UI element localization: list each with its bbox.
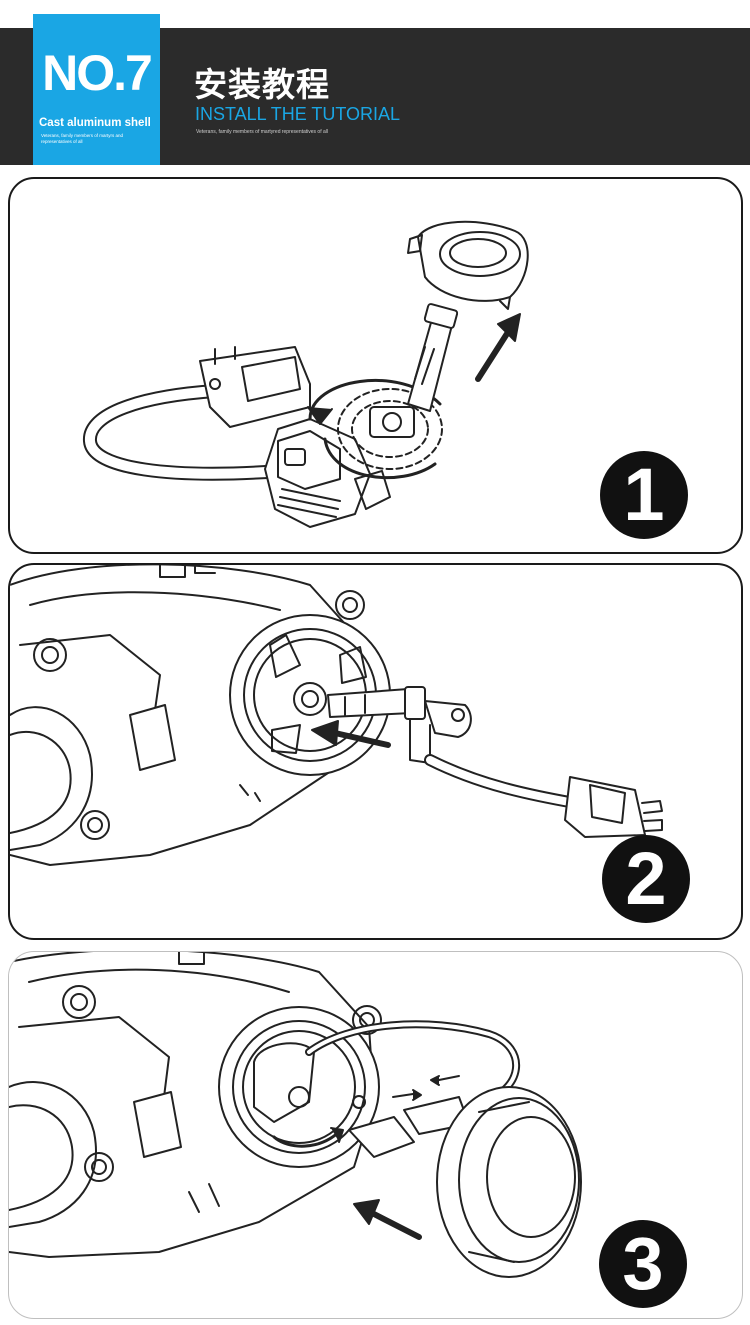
title-small-text: Veterans, family members of martyred rep…: [196, 129, 328, 135]
refit-dust-cover-illustration: [9, 952, 582, 1278]
step-badge: NO.7 Cast aluminum shell Veterans, famil…: [33, 14, 160, 165]
step-number-badge: 1: [600, 451, 688, 539]
step-number-badge: 3: [599, 1220, 687, 1308]
badge-small-text: Veterans, family members of martyrs and …: [41, 133, 124, 144]
page-title-en: INSTALL THE TUTORIAL: [195, 104, 401, 124]
badge-subtitle: Cast aluminum shell: [39, 117, 151, 129]
page-title-cn: 安装教程: [194, 65, 330, 104]
step-number-badge: 2: [602, 835, 690, 923]
insert-bulb-into-headlight-illustration: [10, 565, 663, 866]
badge-number: NO.7: [42, 45, 153, 101]
step-1-panel: 1: [8, 177, 743, 554]
step-2-panel: 2: [8, 563, 743, 940]
step-3-panel: 3: [8, 951, 743, 1319]
remove-dust-cover-install-bulb-illustration: [83, 220, 529, 528]
